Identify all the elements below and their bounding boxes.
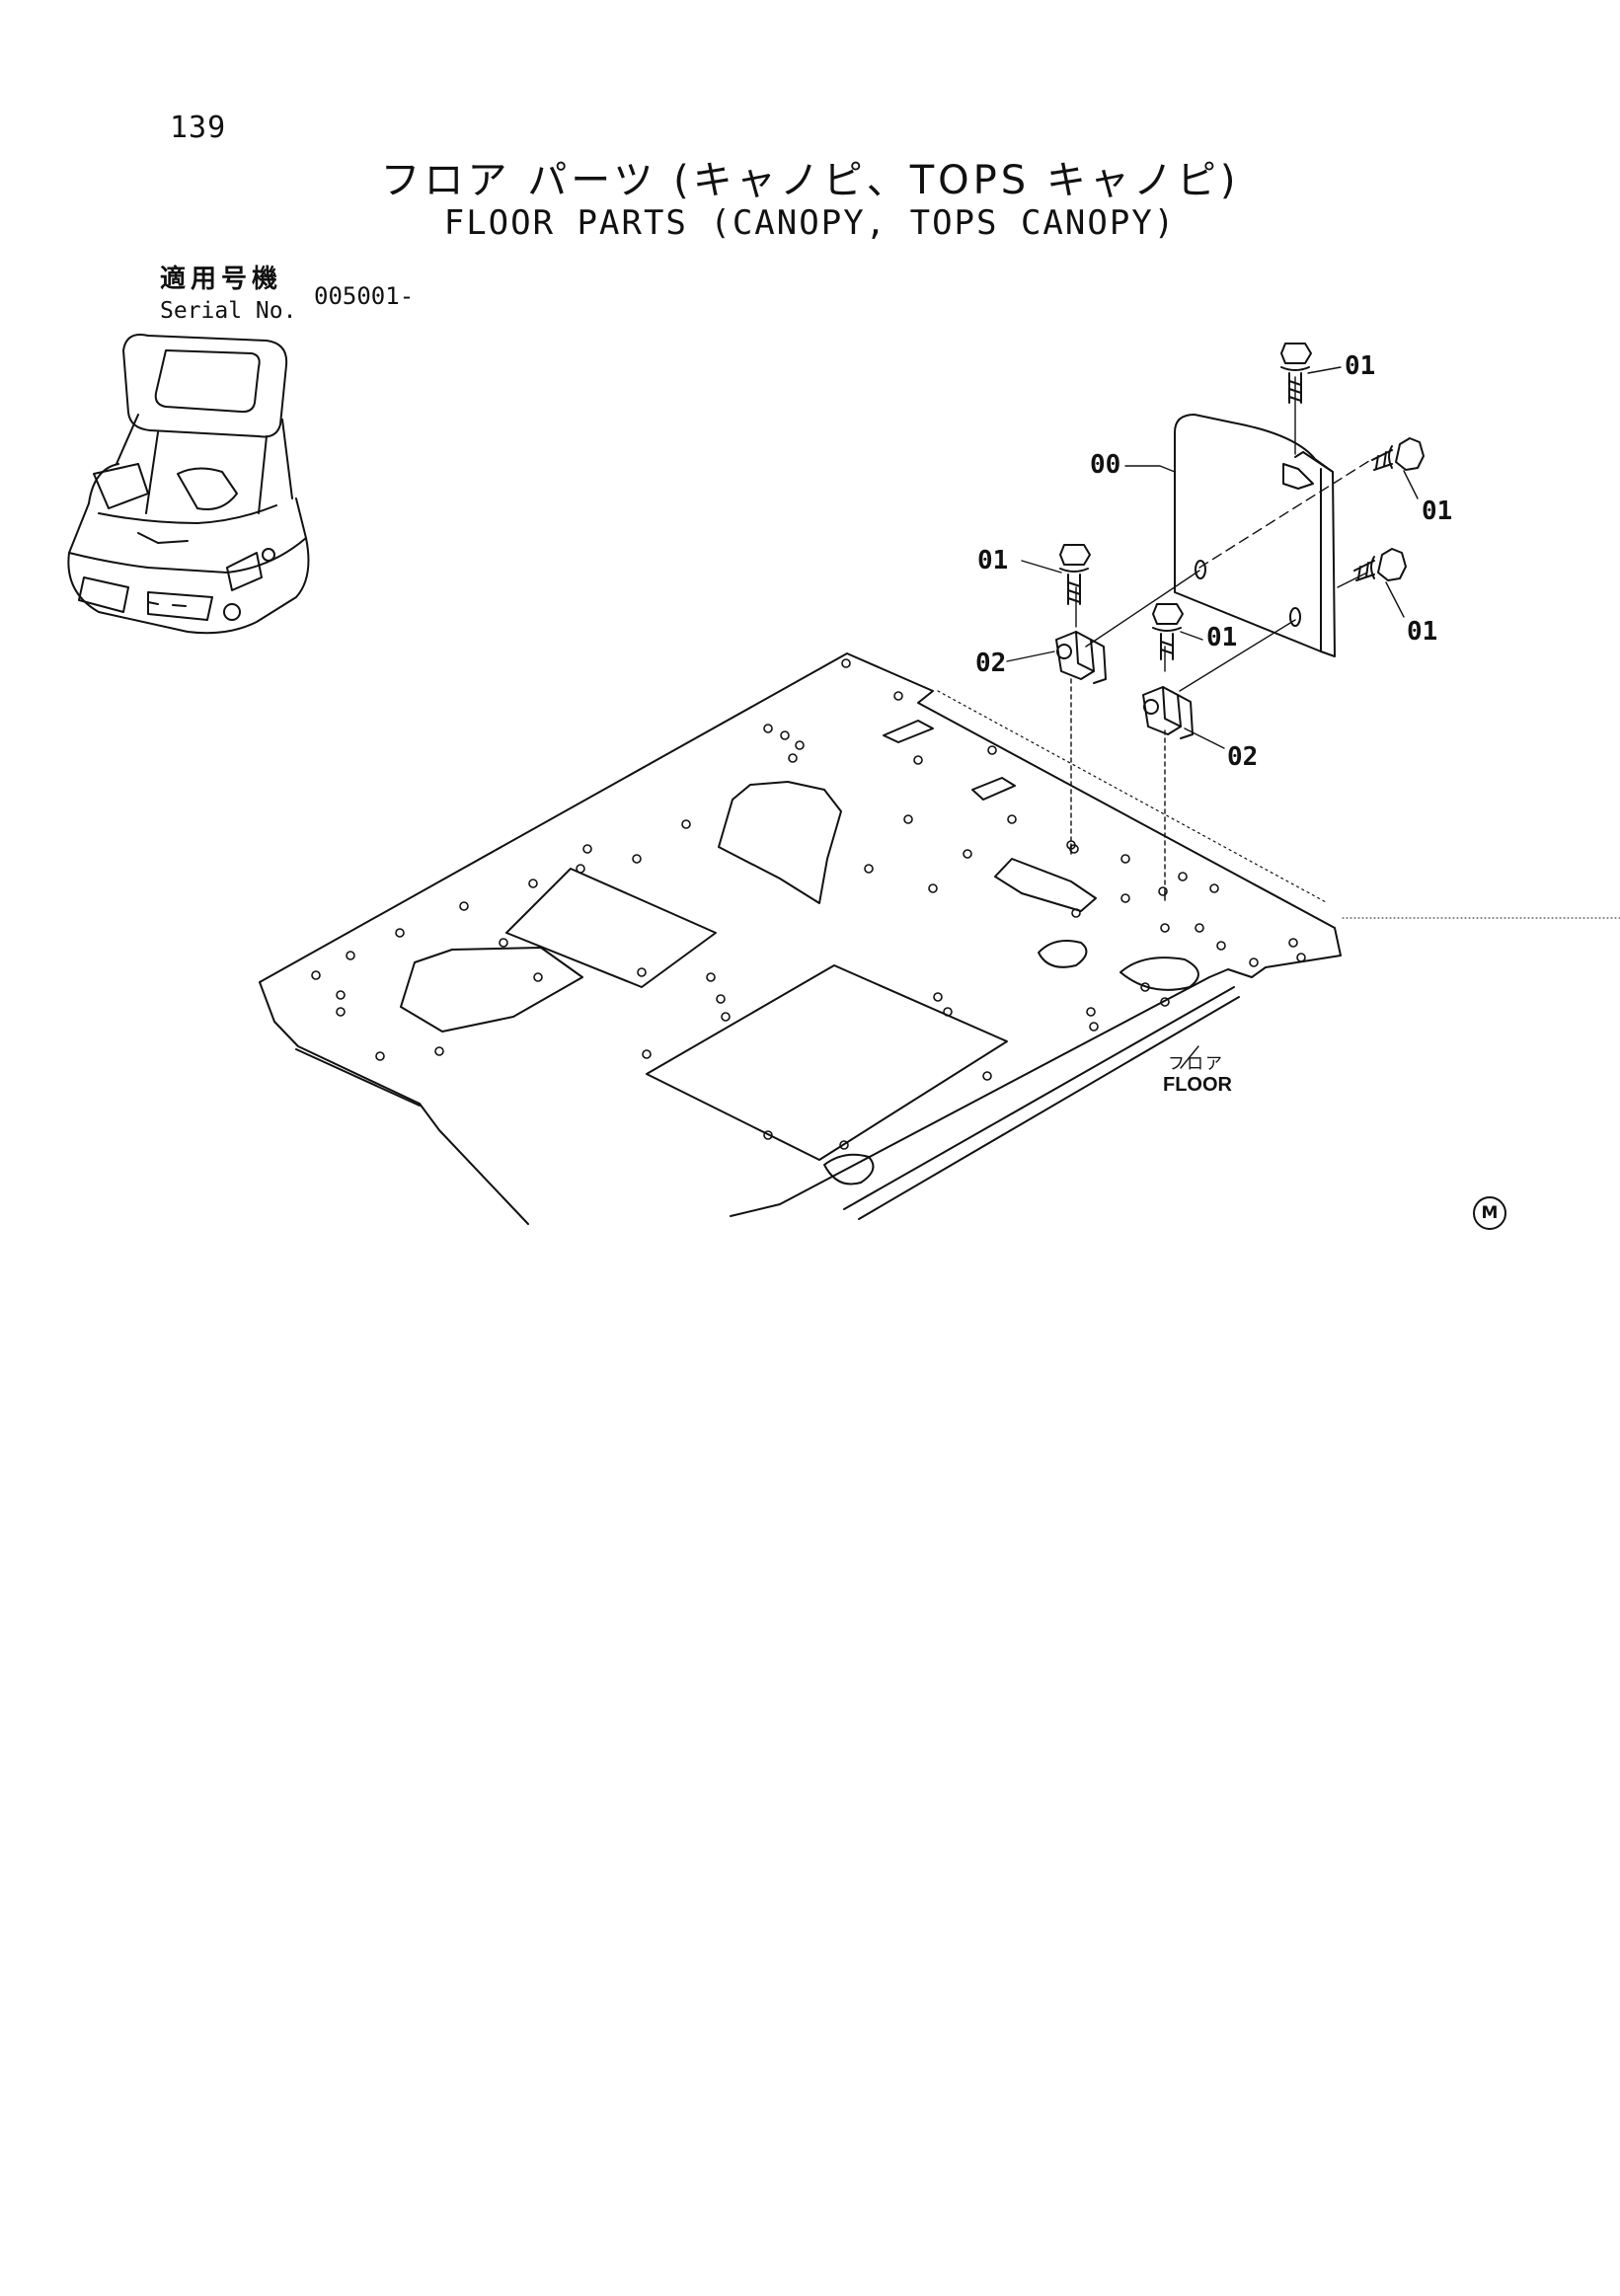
serial-label-japanese: 適用号機: [160, 265, 283, 294]
bolt-top: [1280, 343, 1312, 404]
callout-02-right: 02: [1227, 742, 1259, 772]
callout-02-left: 02: [975, 649, 1007, 678]
bolt-left: [1059, 544, 1091, 605]
leader-lines: [1006, 366, 1419, 1069]
page-number: 139: [170, 111, 227, 145]
serial-label-english: Serial No.: [160, 298, 297, 324]
callout-01-top: 01: [1345, 351, 1376, 381]
callout-01-center: 01: [1206, 623, 1238, 652]
callout-01-right-lower: 01: [1407, 617, 1438, 647]
floor-label-japanese: フロア: [1168, 1054, 1224, 1074]
serial-range: 005001-: [314, 282, 415, 310]
callout-00: 00: [1090, 450, 1121, 480]
page-title-english: FLOOR PARTS (CANOPY, TOPS CANOPY): [443, 203, 1177, 243]
bolt-center: [1152, 603, 1184, 660]
page-title-japanese: フロア パーツ (キャノピ、TOPS キャノピ): [380, 158, 1240, 203]
m-mark: M: [1473, 1196, 1506, 1230]
callout-01-left: 01: [977, 546, 1009, 575]
callout-01-right-upper: 01: [1422, 497, 1453, 526]
floor-label-english: FLOOR: [1163, 1074, 1232, 1096]
bracket-plate: [1174, 414, 1336, 657]
nut-bracket-right: [1142, 686, 1194, 739]
floor-plate: [259, 652, 1620, 1225]
nut-bracket-left: [1055, 631, 1107, 684]
machine-thumbnail: [67, 334, 310, 635]
bolt-right-upper: [1371, 437, 1425, 471]
bolt-right-lower: [1353, 548, 1407, 581]
